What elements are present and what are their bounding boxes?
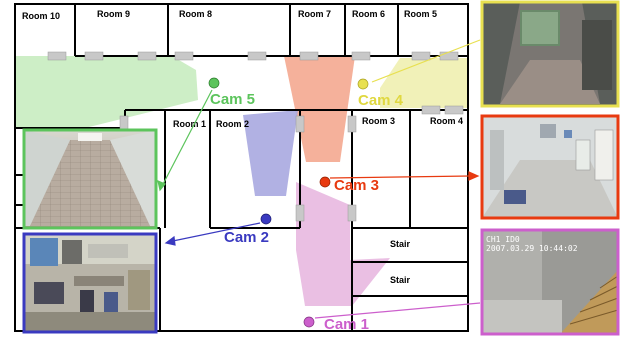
cam2-marker[interactable] — [260, 213, 272, 225]
cam1-leader-line — [314, 302, 481, 319]
cam5-leader-line — [159, 89, 213, 191]
room-label-1: Room 1 — [173, 119, 206, 129]
cam1-thumbnail[interactable]: CH1 ID0 2007.03.29 10:44:02 — [480, 228, 620, 336]
cam1-label: Cam 1 — [324, 316, 369, 333]
room-label-10: Room 10 — [22, 11, 60, 21]
room-label-7: Room 7 — [298, 9, 331, 19]
cam4-thumbnail[interactable] — [480, 0, 620, 108]
cam2-leader-line — [167, 222, 261, 243]
room-label-8: Room 8 — [179, 9, 212, 19]
cam5-marker[interactable] — [208, 77, 220, 89]
cam4-leader-line — [371, 39, 481, 83]
room-label-2: Room 2 — [216, 119, 249, 129]
room-label-5: Room 5 — [404, 9, 437, 19]
doors — [47, 51, 464, 222]
cam1-marker[interactable] — [303, 316, 315, 328]
room-label-6: Room 6 — [352, 9, 385, 19]
cam2-label: Cam 2 — [224, 229, 269, 246]
room-label-4: Room 4 — [430, 116, 463, 126]
cam5-label: Cam 5 — [210, 91, 255, 108]
cam1-timestamp-channel: CH1 ID0 — [486, 235, 520, 244]
cam1-timestamp-datetime: 2007.03.29 10:44:02 — [486, 244, 578, 253]
cam5-thumbnail[interactable] — [22, 128, 158, 230]
cam3-leader-line — [329, 175, 471, 179]
cam4-marker[interactable] — [357, 78, 369, 90]
cam1-field-of-view — [296, 182, 390, 306]
cam2-field-of-view — [243, 110, 298, 196]
room-label-3: Room 3 — [362, 116, 395, 126]
camera-leader-lines — [157, 39, 481, 319]
cam3-thumbnail[interactable] — [480, 114, 620, 220]
cam2-thumbnail[interactable] — [22, 232, 158, 334]
cam3-label: Cam 3 — [334, 177, 379, 194]
cam3-marker[interactable] — [319, 176, 331, 188]
stair-label-upper: Stair — [390, 239, 411, 249]
room-label-9: Room 9 — [97, 9, 130, 19]
cam5-field-of-view — [15, 56, 198, 128]
cam4-label: Cam 4 — [358, 92, 404, 109]
stair-label-lower: Stair — [390, 275, 411, 285]
